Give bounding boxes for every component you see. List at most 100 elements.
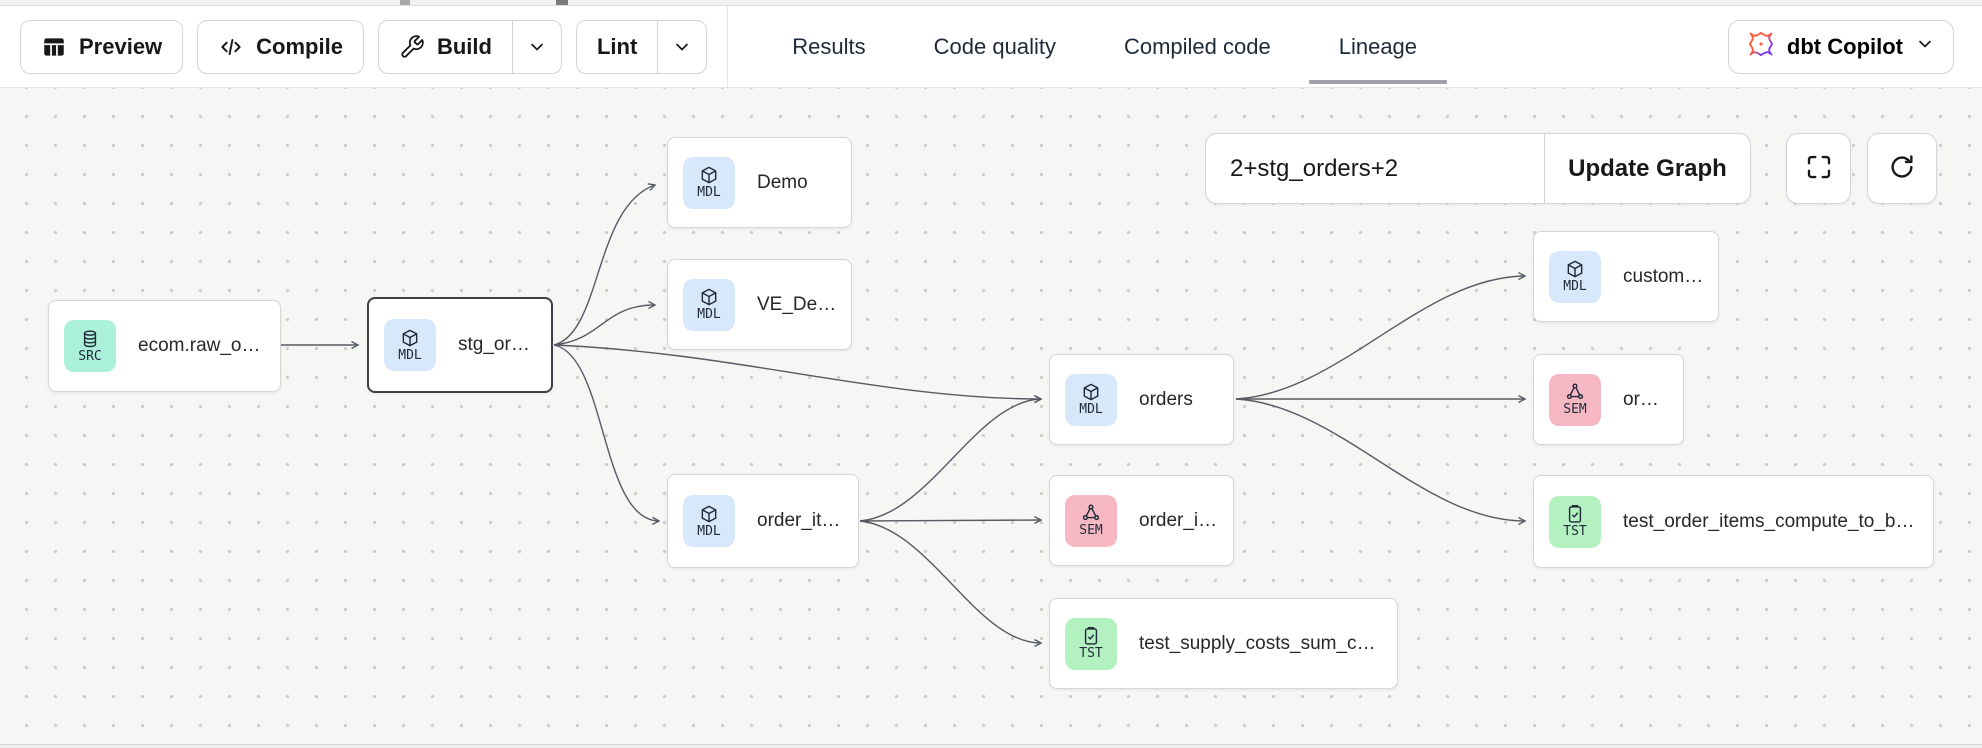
- semantic-model-icon: [1081, 503, 1101, 523]
- preview-label: Preview: [79, 33, 163, 59]
- bottom-scroll-strip: [0, 744, 1982, 748]
- node-type-badge: MDL: [683, 278, 735, 331]
- build-dropdown-toggle[interactable]: [511, 20, 561, 73]
- cube-icon: [1565, 259, 1585, 279]
- node-type-label: TST: [1079, 646, 1103, 661]
- fullscreen-button[interactable]: [1786, 133, 1851, 204]
- tab-label: Code quality: [933, 33, 1056, 59]
- node-label: Demo: [757, 171, 808, 193]
- build-label: Build: [436, 33, 492, 59]
- preview-button[interactable]: Preview: [20, 19, 184, 74]
- lineage-node-order_items[interactable]: MDL order_items: [667, 474, 859, 568]
- cube-icon: [699, 165, 719, 185]
- node-label: test_supply_costs_sum_correctly: [1139, 632, 1397, 654]
- node-label: orders: [1139, 388, 1193, 410]
- lineage-node-orders-model[interactable]: MDL orders: [1049, 354, 1234, 445]
- chevron-down-icon: [672, 37, 692, 57]
- edge-stg_orders-to-demo: [553, 183, 657, 346]
- lineage-node-order_item[interactable]: SEM order_item: [1049, 475, 1234, 566]
- dbt-copilot-button[interactable]: dbt Copilot: [1727, 19, 1954, 74]
- node-label: VE_Demo: [757, 293, 844, 315]
- lint-dropdown-toggle[interactable]: [657, 20, 706, 73]
- node-type-badge: TST: [1549, 495, 1601, 548]
- node-label: order_items: [757, 510, 858, 531]
- node-label: stg_orders: [458, 334, 548, 355]
- node-type-label: SRC: [78, 348, 102, 364]
- database-icon: [80, 329, 100, 349]
- edge-stg_orders-to-order_items: [553, 344, 661, 525]
- lineage-node-demo[interactable]: MDL Demo: [667, 137, 852, 228]
- chevron-down-icon: [1915, 34, 1935, 60]
- tab-code-quality[interactable]: Code quality: [930, 6, 1060, 87]
- lineage-node-orders-semantic[interactable]: SEM orders: [1533, 354, 1684, 445]
- edge-order_items-to-order_item: [859, 515, 1043, 525]
- node-type-label: MDL: [1079, 402, 1103, 417]
- node-type-badge: TST: [1065, 617, 1117, 670]
- node-label: customers: [1623, 265, 1711, 287]
- node-type-label: MDL: [697, 307, 721, 322]
- cube-icon: [400, 328, 420, 348]
- toolbar: Preview Compile Build: [0, 5, 1982, 88]
- tab-label: Compiled code: [1123, 33, 1271, 59]
- node-type-label: SEM: [1079, 523, 1103, 538]
- lineage-node-ve_demo[interactable]: MDL VE_Demo: [667, 259, 852, 350]
- refresh-button[interactable]: [1867, 133, 1937, 204]
- node-type-label: SEM: [1563, 402, 1587, 417]
- node-type-badge: MDL: [1549, 250, 1601, 303]
- update-graph-button[interactable]: Update Graph: [1544, 134, 1750, 203]
- edge-stg_orders-to-orders-model: [553, 344, 1043, 404]
- lineage-canvas[interactable]: Update Graph SRC ecom.raw_orders MDL stg…: [0, 88, 1982, 744]
- node-label: ecom.raw_orders: [138, 335, 280, 356]
- chevron-down-icon: [527, 37, 547, 57]
- lineage-node-customers[interactable]: MDL customers: [1533, 231, 1719, 322]
- compile-button[interactable]: Compile: [197, 19, 364, 74]
- tab-remnant: [556, 0, 568, 5]
- tab-label: Results: [792, 33, 866, 59]
- node-type-label: MDL: [697, 185, 721, 200]
- compile-label: Compile: [256, 33, 343, 59]
- node-label: test_order_items_compute_to_bools_c...: [1623, 510, 1933, 532]
- node-label: order_item: [1139, 509, 1230, 531]
- node-type-label: TST: [1563, 524, 1587, 539]
- dbt-copilot-label: dbt Copilot: [1786, 33, 1903, 59]
- edge-stg_orders-to-ve_demo: [553, 300, 657, 346]
- lineage-node-ecom-raw_orders[interactable]: SRC ecom.raw_orders: [48, 300, 281, 392]
- semantic-model-icon: [1565, 382, 1585, 402]
- tab-lineage[interactable]: Lineage: [1308, 6, 1448, 87]
- build-button[interactable]: Build: [379, 21, 512, 73]
- lineage-selector-input[interactable]: [1206, 134, 1544, 203]
- edge-orders-model-to-test_order_items: [1235, 398, 1527, 526]
- test-clipboard-icon: [1565, 504, 1585, 524]
- action-buttons: Preview Compile Build: [20, 19, 708, 74]
- editor-tabbar-remnant: [0, 0, 1982, 6]
- node-type-badge: MDL: [1065, 373, 1117, 426]
- lineage-node-test_supply_costs[interactable]: TST test_supply_costs_sum_correctly: [1049, 598, 1398, 689]
- edge-orders-model-to-customers: [1235, 271, 1527, 400]
- lineage-selector-group: Update Graph: [1205, 133, 1751, 204]
- lineage-node-stg_orders[interactable]: MDL stg_orders: [367, 297, 553, 393]
- tab-compiled-code[interactable]: Compiled code: [1120, 6, 1275, 87]
- node-label: orders: [1623, 388, 1677, 410]
- lint-label: Lint: [596, 33, 638, 59]
- dbt-logo-icon: [1747, 30, 1775, 64]
- node-type-badge: MDL: [683, 495, 735, 547]
- fullscreen-icon: [1804, 152, 1834, 185]
- node-type-label: MDL: [398, 347, 422, 363]
- edge-order_items-to-test_supply_costs: [859, 520, 1043, 648]
- wrench-icon: [399, 34, 425, 60]
- tab-results[interactable]: Results: [788, 6, 869, 87]
- edge-order_items-to-orders-model: [859, 395, 1043, 522]
- node-type-badge: SEM: [1065, 494, 1117, 547]
- tab-remnant: [400, 0, 410, 5]
- lint-button[interactable]: Lint: [577, 21, 657, 73]
- build-split-button: Build: [377, 19, 562, 74]
- node-type-label: MDL: [697, 523, 721, 539]
- cube-icon: [699, 504, 719, 524]
- node-type-label: MDL: [1563, 279, 1587, 294]
- lineage-edges: [281, 183, 1527, 648]
- cube-icon: [699, 287, 719, 307]
- refresh-icon: [1887, 152, 1917, 185]
- test-clipboard-icon: [1081, 626, 1101, 646]
- lint-split-button: Lint: [575, 19, 708, 74]
- lineage-node-test_order_items[interactable]: TST test_order_items_compute_to_bools_c.…: [1533, 475, 1934, 568]
